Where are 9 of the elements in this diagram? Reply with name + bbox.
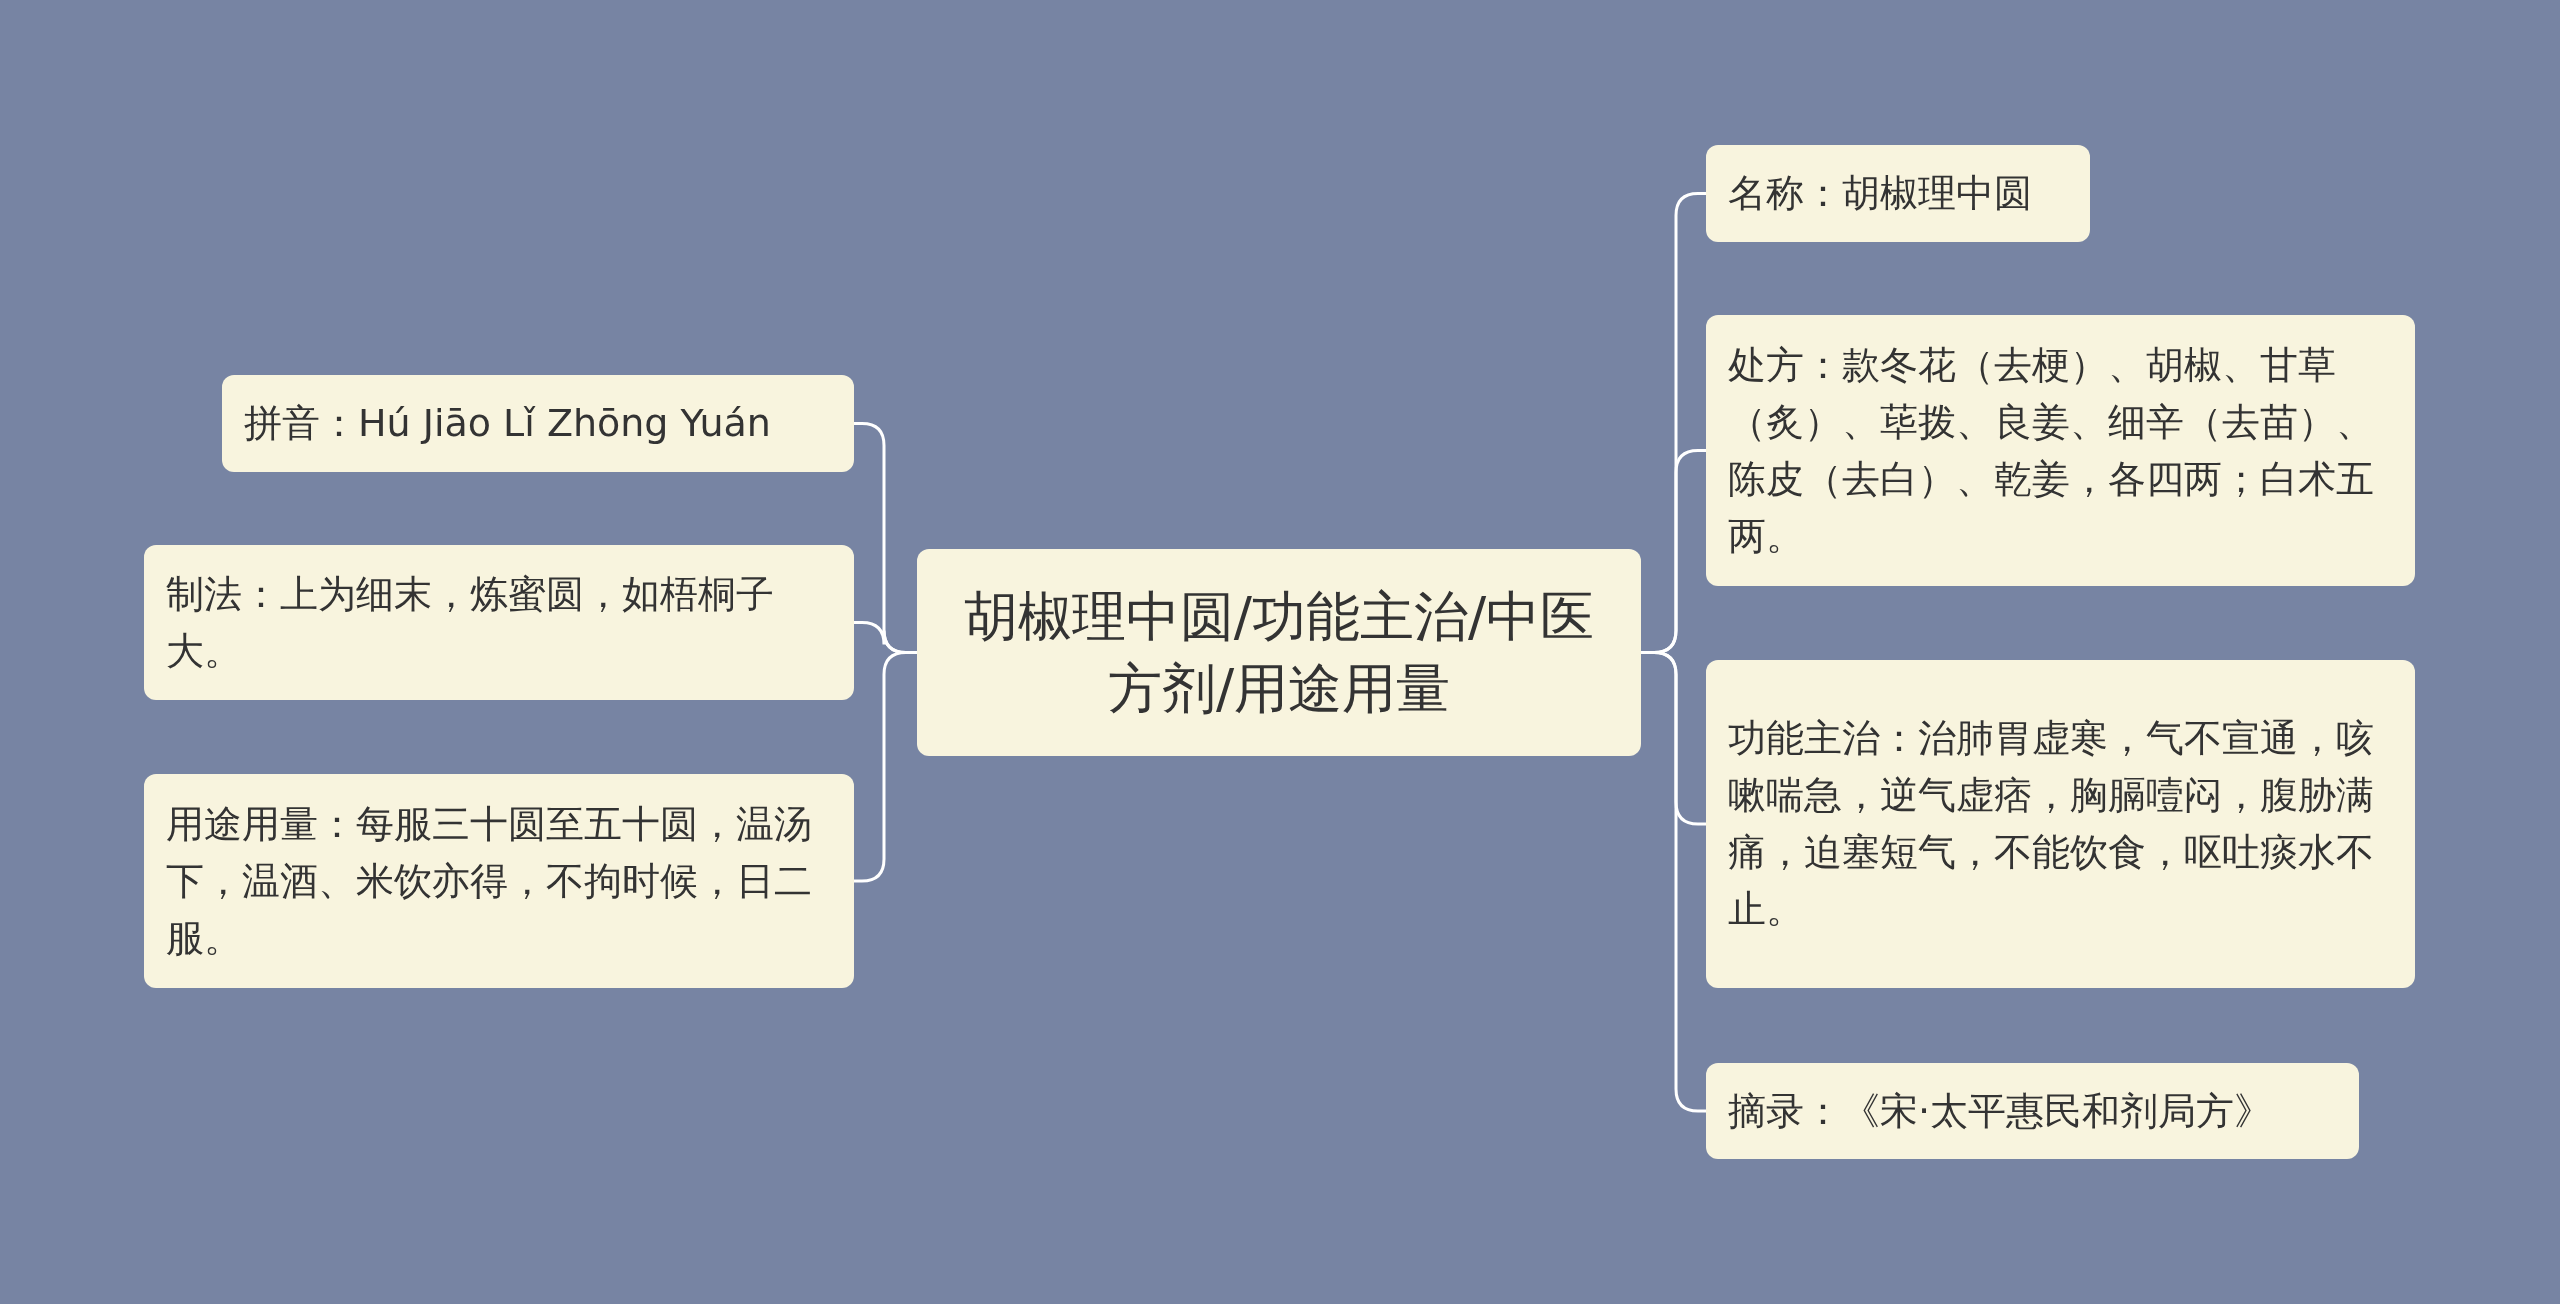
topic-box: 胡椒理中圆/功能主治/中医方剂/用途用量 <box>917 549 1641 756</box>
subtopic-box: 处方：款冬花（去梗）、胡椒、甘草（炙）、荜拨、良姜、细辛（去苗）、陈皮（去白）、乾姜，各四两；白术五两。 <box>1706 315 2415 586</box>
subtopic-box: 拼音：Hú Jiāo Lǐ Zhōng Yuán <box>222 375 854 472</box>
subtopic-box: 用途用量：每服三十圆至五十圆，温汤下，温酒、米饮亦得，不拘时候，日二服。 <box>144 774 854 988</box>
connector-line <box>1641 651 1706 1113</box>
subtopic-box: 摘录：《宋·太平惠民和剂局方》 <box>1706 1063 2359 1159</box>
subtopic-box: 制法：上为细末，炼蜜圆，如梧桐子大。 <box>144 545 854 700</box>
subtopic-box: 功能主治：治肺胃虚寒，气不宣通，咳嗽喘急，逆气虚痞，胸膈噎闷，腹胁满痛，迫塞短气，不能饮食，呕吐痰水不止。 <box>1706 660 2415 988</box>
subtopic-box: 名称：胡椒理中圆 <box>1706 145 2090 242</box>
